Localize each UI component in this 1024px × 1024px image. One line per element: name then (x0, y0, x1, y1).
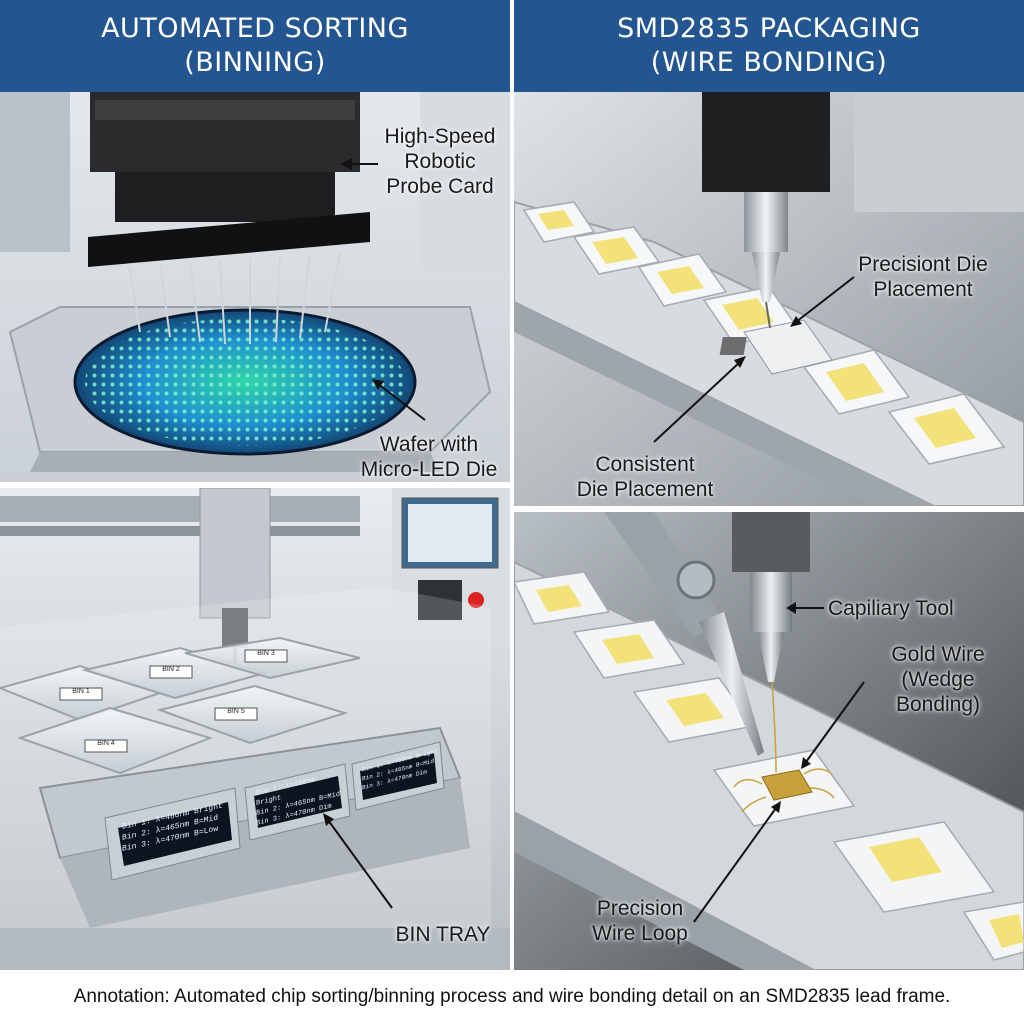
header-smd2835-packaging: SMD2835 PACKAGING (WIRE BONDING) (514, 0, 1024, 92)
header-divider (510, 0, 514, 92)
gold-wire-label: Gold Wire (Wedge Bonding) (858, 642, 1018, 717)
probe-card-photo (0, 92, 510, 482)
die-placement-photo (514, 92, 1024, 506)
bin-tray-photo (0, 488, 510, 970)
gold-wire-label-line2: (Wedge Bonding) (895, 668, 981, 716)
panel-probe-card: High-Speed Robotic Probe Card Wafer with… (0, 92, 510, 482)
wire-loop-label-line2: Wire Loop (592, 922, 688, 945)
header-left-line1: AUTOMATED SORTING (101, 13, 409, 44)
footer-annotation: Annotation: Automated chip sorting/binni… (0, 970, 1024, 1024)
precision-die-label-line2: Placement (873, 278, 973, 301)
tray-tag-3: BIN 3 (257, 650, 275, 657)
panel-bin-tray: Bin 1: λ=460nm Bright Bin 2: λ=465nm B=M… (0, 488, 510, 970)
gold-wire-label-line1: Gold Wire (891, 643, 985, 666)
probe-card-label: High-Speed Robotic Probe Card (378, 124, 502, 199)
precision-die-label: Precisiont Die Placement (848, 252, 998, 302)
header-automated-sorting: AUTOMATED SORTING (BINNING) (0, 0, 510, 92)
panel-separator-right (514, 506, 1024, 512)
panel-separator-left (0, 482, 510, 488)
wire-loop-label: Precision Wire Loop (580, 896, 700, 946)
capillary-label: Capiliary Tool (828, 597, 954, 620)
panel-die-placement: Precisiont Die Placement Consistent Die … (514, 92, 1024, 506)
tray-tag-2: BIN 2 (162, 666, 180, 673)
footer-annotation-text: Annotation: Automated chip sorting/binni… (73, 986, 951, 1007)
probe-card-label-line1: High-Speed (384, 125, 496, 148)
panel-separator-vertical (510, 92, 514, 970)
bin-tray-label: BIN TRAY (395, 923, 491, 946)
consistent-die-label-line2: Die Placement (576, 478, 714, 501)
wafer-label: Wafer with Micro-LED Die (350, 432, 508, 482)
probe-card-label-line3: Probe Card (386, 175, 494, 198)
tray-tag-4: BIN 4 (97, 740, 115, 747)
tray-tag-5: BIN 5 (227, 708, 245, 715)
tray-tag-1: BIN 1 (72, 688, 90, 695)
header-right-line2: (WIRE BONDING) (650, 47, 888, 78)
wafer-label-line1: Wafer with (379, 433, 479, 456)
wire-bonding-photo (514, 512, 1024, 970)
consistent-die-label-line1: Consistent (595, 453, 695, 476)
precision-die-label-line1: Precisiont Die (858, 253, 988, 276)
panel-wire-bonding: Capiliary Tool Gold Wire (Wedge Bonding)… (514, 512, 1024, 970)
header-left-line2: (BINNING) (184, 47, 326, 78)
consistent-die-label: Consistent Die Placement (570, 452, 720, 502)
wafer-label-line2: Micro-LED Die (360, 458, 498, 481)
wire-loop-label-line1: Precision (596, 897, 684, 920)
probe-card-label-line2: Robotic (404, 150, 476, 173)
header-right-line1: SMD2835 PACKAGING (617, 13, 921, 44)
